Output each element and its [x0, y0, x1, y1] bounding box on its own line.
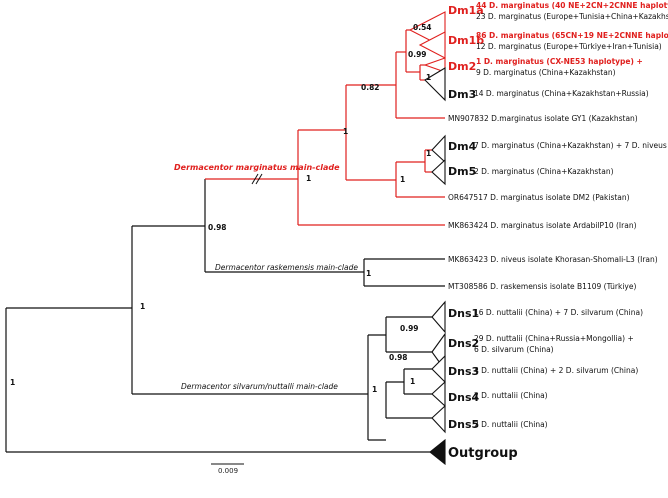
support-dns34: 1 — [410, 377, 415, 386]
clade-label-outgroup: Outgroup — [448, 446, 518, 461]
clade-label-dm5: Dm5 — [448, 165, 476, 178]
support-values: 1 1 0.98 1 0.82 0.99 0.54 1 1 1 1 1 1 0.… — [10, 23, 432, 394]
tip-dns4: 2 D. nuttalii (China) — [474, 391, 548, 400]
tip-dm1b-line1: 86 D. marginatus (65CN+19 NE+2CNNE haplo… — [476, 31, 668, 40]
tip-dm1a-line2: 23 D. marginatus (Europe+Tunisia+China+K… — [476, 12, 668, 21]
support-raskemensis: 1 — [366, 269, 371, 278]
tip-dm5: 2 D. marginatus (China+Kazakhstan) — [474, 167, 614, 176]
support-dm-clade: 1 — [343, 127, 348, 136]
tip-dns2-line1: 29 D. nuttalii (China+Russia+Mongollia) … — [474, 334, 634, 343]
clade-label-dns1: Dns1 — [448, 307, 479, 320]
clade-label-dns4: Dns4 — [448, 391, 480, 404]
clade-label-dm1b: Dm1b — [448, 34, 484, 47]
tip-dm2-line1: 1 D. marginatus (CX-NE53 haplotype) + — [476, 57, 643, 66]
main-clade-label-marginatus: Dermacentor marginatus main-clade — [174, 163, 340, 172]
dm5-triangle — [431, 158, 446, 186]
main-clade-labels: Dermacentor marginatus main-clade Dermac… — [174, 163, 358, 391]
support-0-54: 0.54 — [413, 23, 432, 32]
tip-dm1b-line2: 12 D. marginatus (Europe+Türkiye+Iran+Tu… — [476, 42, 662, 51]
clade-label-dns3: Dns3 — [448, 365, 479, 378]
clade-label-dm4: Dm4 — [448, 140, 477, 153]
dns3-triangle — [431, 354, 446, 384]
main-clade-label-raskemensis: Dermacentor raskemensis main-clade — [215, 263, 358, 272]
support-0-99-top: 0.99 — [408, 50, 427, 59]
main-clade-label-silvarum: Dermacentor silvarum/nuttalli main-clade — [181, 382, 338, 391]
support-silvarum: 1 — [372, 385, 377, 394]
outgroup-triangle — [429, 438, 446, 466]
support-0-99-dns: 0.99 — [400, 324, 419, 333]
dns4-triangle — [431, 380, 446, 408]
tip-dm4: 7 D. marginatus (China+Kazakhstan) + 7 D… — [474, 141, 668, 150]
tip-or647517: OR647517 D. marginatus isolate DM2 (Paki… — [448, 193, 630, 202]
tip-dns1: 16 D. nuttalii (China) + 7 D. silvarum (… — [474, 308, 643, 317]
scale-bar-label: 0.009 — [218, 467, 238, 475]
branch-break-mark — [251, 173, 263, 185]
support-node-a: 1 — [140, 302, 145, 311]
collapsed-clades — [408, 11, 446, 466]
dm3-triangle — [424, 67, 446, 102]
support-dm23: 1 — [426, 73, 431, 82]
scale-bar: 0.009 — [211, 463, 244, 475]
tip-mn907832: MN907832 D.marginatus isolate GY1 (Kazak… — [448, 114, 638, 123]
clade-label-dns2: Dns2 — [448, 337, 479, 350]
support-0-98-dns: 0.98 — [389, 353, 408, 362]
tip-mk863424: MK863424 D. marginatus isolate ArdabilP1… — [448, 221, 637, 230]
tip-dm2-line2: 9 D. marginatus (China+Kazakhstan) — [476, 68, 616, 77]
tip-dm1a-line1: 44 D. marginatus (40 NE+2CN+2CNNE haplot… — [476, 1, 668, 10]
tip-dns5: 2 D. nuttalii (China) — [474, 420, 548, 429]
clade-labels: Dm1a Dm1b Dm2 Dm3 Dm4 Dm5 Dns1 Dns2 Dns3… — [448, 4, 518, 461]
support-marginatus: 1 — [306, 174, 311, 183]
tip-mk863423: MK863423 D. niveus isolate Khorasan-Shom… — [448, 255, 658, 264]
dns1-triangle — [431, 300, 446, 334]
clade-label-dm1a: Dm1a — [448, 4, 484, 17]
support-0-98-big: 0.98 — [208, 223, 227, 232]
support-dm45-upper: 1 — [426, 149, 431, 158]
support-0-82: 0.82 — [361, 83, 380, 92]
dm4-triangle — [431, 134, 446, 164]
tip-descriptions: 44 D. marginatus (40 NE+2CN+2CNNE haplot… — [448, 1, 668, 429]
dm1b-triangle — [418, 31, 446, 59]
tip-dns3: 4 D. nuttalii (China) + 2 D. silvarum (C… — [474, 366, 638, 375]
clade-label-dm2: Dm2 — [448, 60, 476, 73]
tip-mt308586: MT308586 D. raskemensis isolate B1109 (T… — [448, 282, 636, 291]
clade-label-dns5: Dns5 — [448, 418, 479, 431]
dm2-triangle — [423, 57, 446, 73]
support-root: 1 — [10, 378, 15, 387]
marginatus-branches — [205, 29, 445, 226]
tip-dm3: 14 D. marginatus (China+Kazakhstan+Russi… — [474, 89, 649, 98]
clade-label-dm3: Dm3 — [448, 88, 476, 101]
support-dm45: 1 — [400, 175, 405, 184]
dns5-triangle — [431, 404, 446, 434]
backbone-branches — [5, 179, 445, 453]
tip-dns2-line2: 6 D. silvarum (China) — [474, 345, 554, 354]
